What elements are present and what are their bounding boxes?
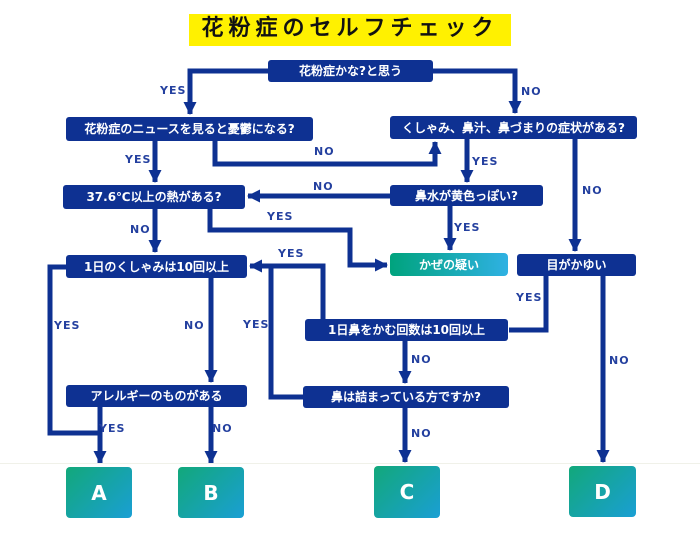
edge-label-stuffy-no: NO — [411, 427, 432, 440]
edge-label-news-yes: YES — [125, 153, 152, 166]
node-result-a: A — [66, 467, 132, 518]
edge-label-allergy-no: NO — [212, 422, 233, 435]
node-result-d: D — [569, 466, 636, 517]
edge-label-sneeze-no: NO — [184, 319, 205, 332]
edge-label-blow-no: NO — [411, 353, 432, 366]
node-yellow: 鼻水が黄色っぽい? — [390, 185, 543, 206]
edge-eyes-to-blow — [509, 276, 549, 333]
edge-label-allergy-yes: YES — [99, 422, 126, 435]
edge-fever-to-cold — [207, 209, 388, 272]
edge-label-yellow-no: NO — [313, 180, 334, 193]
edge-label-sneeze-yes: YES — [54, 319, 81, 332]
edge-blow-to-sneeze — [249, 259, 326, 319]
edge-label-fever-no: NO — [130, 223, 151, 236]
edge-label-start-no: NO — [521, 85, 542, 98]
edge-sneeze-to-result-a — [47, 264, 100, 436]
edge-label-eyes-no: NO — [609, 354, 630, 367]
page-title: 花粉症のセルフチェック — [189, 14, 511, 47]
edge-label-symptoms-yes: YES — [472, 155, 499, 168]
edge-label-start-yes: YES — [160, 84, 187, 97]
node-result-c: C — [374, 466, 440, 518]
node-start: 花粉症かな?と思う — [268, 60, 433, 82]
title-bar: 花粉症のセルフチェック — [0, 14, 700, 47]
edge-start-to-symptoms — [431, 68, 522, 114]
edge-label-blow-yes: YES — [278, 247, 305, 260]
edge-label-symptoms-no: NO — [582, 184, 603, 197]
node-allergy: アレルギーのものがある — [66, 385, 247, 407]
node-stuffy: 鼻は詰まっている方ですか? — [303, 386, 509, 408]
baseline-divider — [0, 463, 700, 464]
node-news: 花粉症のニュースを見ると憂鬱になる? — [66, 117, 313, 141]
edge-start-to-news — [183, 68, 270, 115]
node-eyes: 目がかゆい — [517, 254, 636, 276]
node-sneeze: 1日のくしゃみは10回以上 — [66, 255, 247, 278]
edge-label-news-no: NO — [314, 145, 335, 158]
node-cold: かぜの疑い — [390, 253, 508, 276]
node-symptoms: くしゃみ、鼻汁、鼻づまりの症状がある? — [390, 116, 637, 139]
node-fever: 37.6℃以上の熱がある? — [63, 185, 245, 209]
node-blow: 1日鼻をかむ回数は10回以上 — [305, 319, 508, 341]
edge-label-yellow-yes: YES — [454, 221, 481, 234]
node-result-b: B — [178, 467, 244, 518]
edge-label-eyes-yes: YES — [516, 291, 543, 304]
edge-stuffy-to-sneeze — [268, 264, 303, 400]
edge-news-to-symptoms — [212, 141, 442, 167]
edge-label-fever-yes: YES — [267, 210, 294, 223]
edge-label-stuffy-yes: YES — [243, 318, 270, 331]
